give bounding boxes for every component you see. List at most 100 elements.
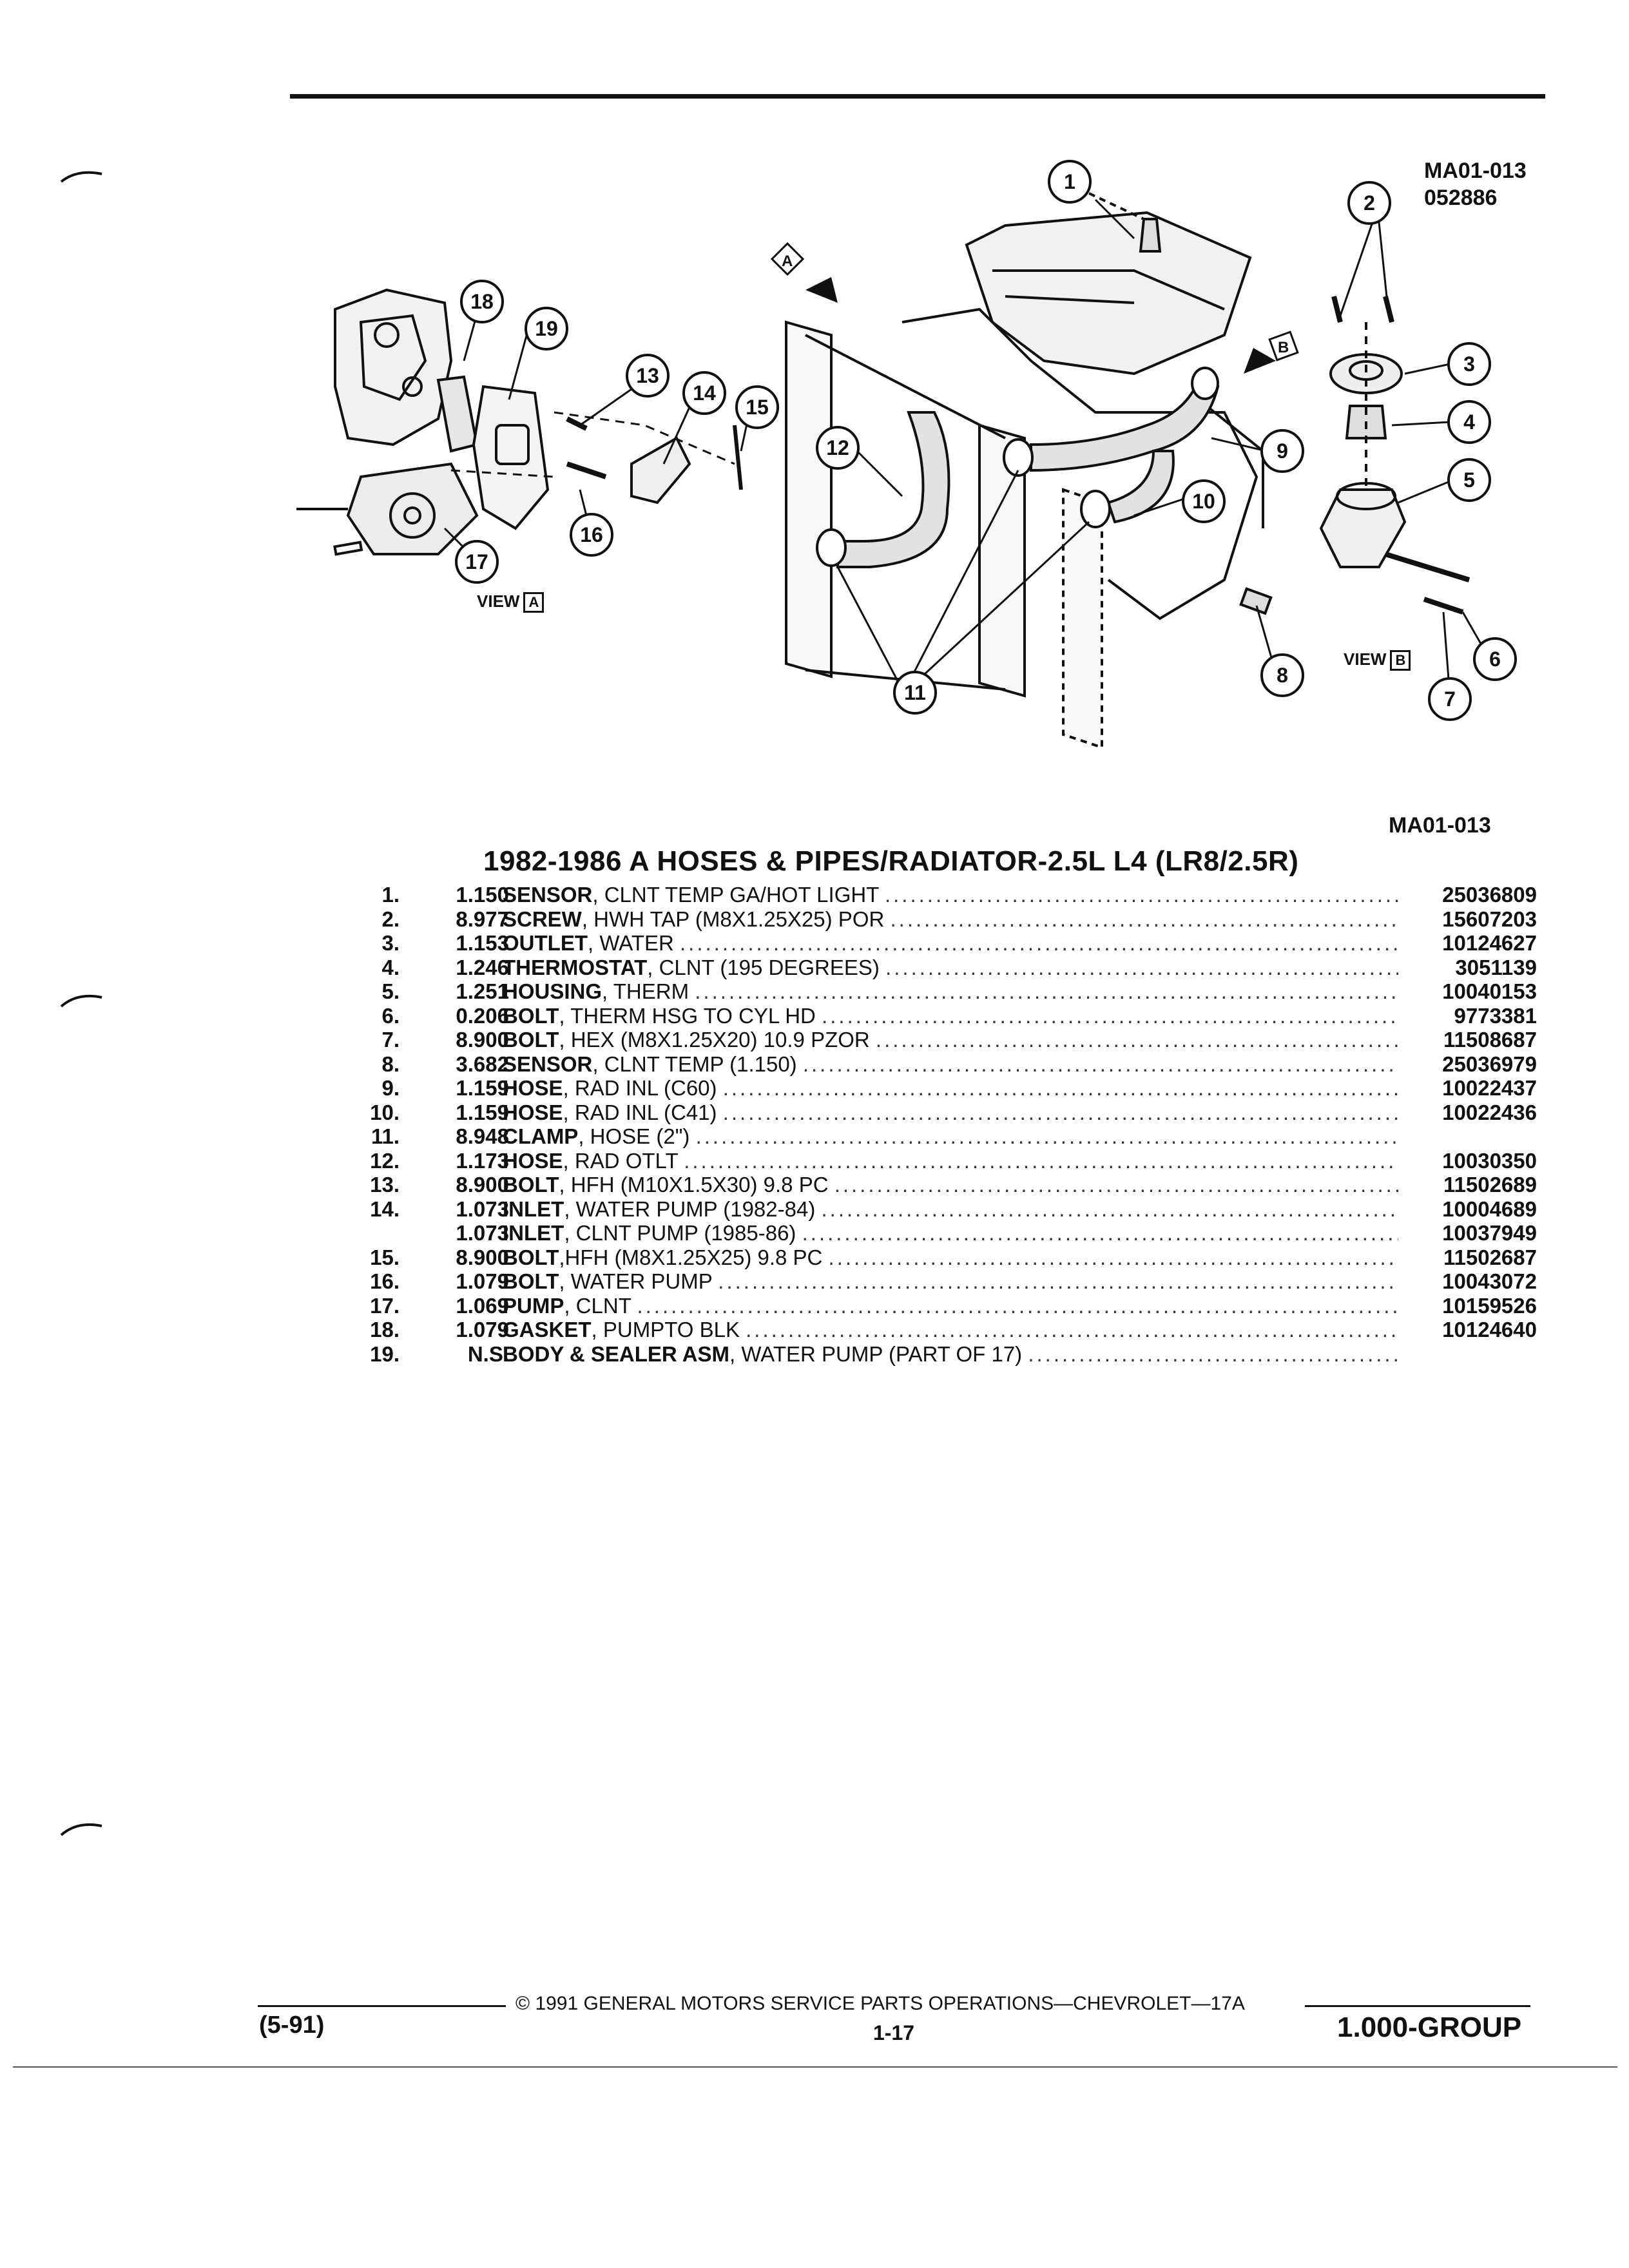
- item-number: 3.: [381, 931, 400, 955]
- item-detail: , CLNT TEMP (1.150): [592, 1052, 797, 1076]
- item-number: 4.: [381, 955, 400, 979]
- part-number: 10040153: [1442, 979, 1537, 1003]
- item-name: BOLT: [503, 1028, 559, 1052]
- item-number: 12.: [370, 1148, 400, 1173]
- part-number: 11502689: [1443, 1173, 1537, 1196]
- callout-7: [1428, 677, 1472, 721]
- item-number: 2.: [381, 907, 400, 931]
- callout-9: [1260, 429, 1304, 473]
- item-name: BODY & SEALER ASM: [503, 1341, 730, 1366]
- item-name: PUMP: [503, 1293, 564, 1318]
- svg-text:12: 12: [826, 436, 849, 459]
- callout-13: [626, 354, 670, 398]
- part-number: 9773381: [1454, 1003, 1537, 1028]
- item-number: 16.: [370, 1269, 400, 1293]
- radiator-hoses: [836, 378, 1220, 568]
- dot-leader: ........................................…: [890, 907, 1399, 931]
- top-rule: [290, 94, 1545, 99]
- group-number: 0.206: [456, 1003, 509, 1028]
- item-name: BOLT: [503, 1245, 559, 1269]
- item-description: BOLT, WATER PUMP .......................…: [503, 1269, 1398, 1294]
- item-name: INLET: [503, 1196, 564, 1221]
- svg-text:13: 13: [636, 364, 659, 387]
- item-description: OUTLET, WATER ..........................…: [503, 931, 1398, 956]
- item-description: HOSE, RAD INL (C41) ....................…: [503, 1100, 1398, 1125]
- item-detail: , HFH (M10X1.5X30) 9.8 PC: [559, 1173, 829, 1196]
- item-description: INLET, CLNT PUMP (1985-86) .............…: [503, 1221, 1398, 1245]
- svg-text:9: 9: [1277, 439, 1288, 463]
- view-b-assembly: [1239, 296, 1470, 615]
- item-number: 13.: [370, 1173, 400, 1196]
- item-description: SENSOR, CLNT TEMP GA/HOT LIGHT .........…: [503, 883, 1398, 907]
- dot-leader: ........................................…: [718, 1269, 1398, 1293]
- item-number: 17.: [370, 1293, 400, 1318]
- callout-5: [1447, 458, 1491, 502]
- dot-leader: ........................................…: [821, 1196, 1399, 1221]
- footer-rule-right: [1305, 2005, 1530, 2007]
- dot-leader: ........................................…: [822, 1003, 1398, 1028]
- group-number: 3.682: [456, 1052, 509, 1076]
- dot-leader: ........................................…: [802, 1221, 1398, 1245]
- item-detail: , THERM HSG TO CYL HD: [559, 1003, 816, 1028]
- part-number: 10037949: [1442, 1221, 1537, 1245]
- dot-leader: ........................................…: [722, 1100, 1398, 1124]
- view-a-assembly: [296, 288, 743, 556]
- dot-leader: ........................................…: [637, 1293, 1398, 1318]
- item-description: HOUSING, THERM .........................…: [503, 979, 1398, 1004]
- group-number: 1.159: [456, 1100, 509, 1124]
- part-number: 10030350: [1442, 1148, 1537, 1173]
- item-detail: , WATER PUMP (1982-84): [564, 1196, 816, 1221]
- footer-copyright: © 1991 GENERAL MOTORS SERVICE PARTS OPER…: [516, 1993, 1245, 2014]
- view-a-arrow: A: [770, 242, 838, 303]
- dot-leader: ........................................…: [746, 1318, 1398, 1341]
- dot-leader: ........................................…: [695, 979, 1398, 1003]
- dot-leader: ........................................…: [802, 1052, 1398, 1076]
- callout-15: [735, 385, 779, 429]
- footer-rule-left: [258, 2005, 506, 2007]
- item-description: CLAMP, HOSE (2") .......................…: [503, 1124, 1398, 1149]
- group-number: 8.948: [456, 1124, 509, 1148]
- dot-leader: ........................................…: [885, 955, 1398, 979]
- item-name: HOSE: [503, 1148, 563, 1173]
- callout-16: [570, 513, 613, 557]
- item-detail: , PUMPTO BLK: [591, 1318, 740, 1341]
- item-detail: , RAD INL (C41): [563, 1100, 717, 1124]
- item-detail: , RAD INL (C60): [563, 1076, 717, 1100]
- group-number: 8.900: [456, 1028, 509, 1052]
- item-number: 7.: [381, 1028, 400, 1052]
- part-number: 10004689: [1442, 1196, 1537, 1221]
- item-description: HOSE, RAD INL (C60) ....................…: [503, 1076, 1398, 1100]
- svg-text:18: 18: [470, 290, 494, 313]
- footer-group: 1.000-GROUP: [1337, 2012, 1522, 2043]
- group-number: 1.079: [456, 1318, 509, 1341]
- group-number: 8.900: [456, 1245, 509, 1269]
- group-number: 1.251: [456, 979, 509, 1003]
- item-detail: , CLNT PUMP (1985-86): [564, 1221, 796, 1245]
- dot-leader: ........................................…: [828, 1245, 1398, 1269]
- callout-2: [1347, 181, 1391, 225]
- margin-mark-2: [60, 994, 102, 1008]
- item-description: BOLT, HFH (M10X1.5X30) 9.8 PC ..........…: [503, 1173, 1398, 1197]
- svg-text:5: 5: [1463, 468, 1475, 492]
- item-detail: , THERM: [602, 979, 689, 1003]
- item-number: 9.: [381, 1076, 400, 1100]
- dot-leader: ........................................…: [1028, 1341, 1398, 1366]
- view-a-arrow-letter: A: [782, 253, 793, 270]
- exploded-parts-diagram: A B: [296, 160, 1517, 749]
- item-number: 5.: [381, 979, 400, 1003]
- view-b-arrow: B: [1244, 331, 1299, 374]
- margin-mark-1: [60, 171, 102, 183]
